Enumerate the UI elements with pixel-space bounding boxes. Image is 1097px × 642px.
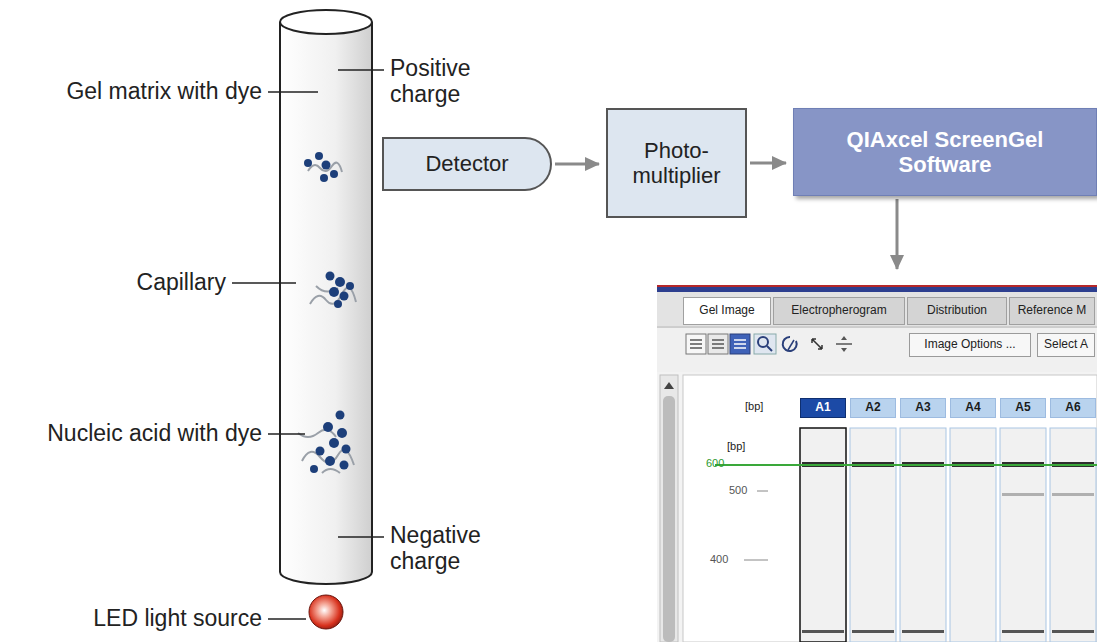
part-label: Positive charge <box>390 55 500 108</box>
toolbar-button: Image Options ... <box>909 333 1031 357</box>
node-text: A2 <box>865 401 880 415</box>
led-light <box>309 595 343 629</box>
node-text: A1 <box>815 401 830 415</box>
nucleic-acid-molecule <box>304 152 342 182</box>
tab: Gel Image <box>683 297 771 325</box>
flow-arrow <box>750 162 786 165</box>
screenshot-panel: [bp][bp]600500400Gel ImageElectropherogr… <box>657 285 1097 642</box>
detector-box: Detector <box>382 137 552 191</box>
toolbar-button: Select A <box>1037 333 1095 357</box>
tab: Distribution <box>907 297 1007 325</box>
capillary-tube <box>280 10 372 584</box>
node-text: Detector <box>425 151 508 176</box>
axis-label: [bp] <box>727 440 745 453</box>
node-text: Reference M <box>1018 304 1087 318</box>
lane-header: A2 <box>850 398 896 418</box>
nucleic-acid-molecule <box>310 272 356 309</box>
node-text: Gel Image <box>699 304 754 318</box>
software-box: QIAxcel ScreenGel Software <box>793 108 1097 196</box>
node-text: A3 <box>915 401 930 415</box>
leader-lines <box>232 70 384 619</box>
node-text: A6 <box>1065 401 1080 415</box>
flow-arrow <box>896 199 899 269</box>
lane-header: A5 <box>1000 398 1046 418</box>
flow-arrow <box>555 163 599 166</box>
node-text: Electropherogram <box>791 304 886 318</box>
lane-header: A1 <box>800 398 846 418</box>
axis-label: 500 <box>729 484 747 497</box>
node-text: Image Options ... <box>924 338 1015 352</box>
node-text: A5 <box>1015 401 1030 415</box>
lane-header: A6 <box>1050 398 1096 418</box>
axis-label: 400 <box>710 553 728 566</box>
part-label: Capillary <box>10 269 226 295</box>
lane-header: A3 <box>900 398 946 418</box>
node-text: Distribution <box>927 304 987 318</box>
axis-label: 600 <box>706 457 724 470</box>
part-label: Gel matrix with dye <box>10 78 262 104</box>
node-text: A4 <box>965 401 980 415</box>
tab: Reference M <box>1009 297 1095 325</box>
software-screenshot <box>657 285 1097 642</box>
part-label: Nucleic acid with dye <box>10 420 262 446</box>
part-label: Negative charge <box>390 522 500 575</box>
photomultiplier-box: Photo-multiplier <box>606 108 747 218</box>
axis-label: [bp] <box>745 400 763 413</box>
nucleic-acid-molecule <box>298 411 354 474</box>
node-text: Photo-multiplier <box>618 138 735 189</box>
part-label: LED light source <box>10 605 262 631</box>
tab: Electropherogram <box>773 297 905 325</box>
lane-header: A4 <box>950 398 996 418</box>
node-text: Select A <box>1044 338 1088 352</box>
node-text: QIAxcel ScreenGel Software <box>835 127 1055 178</box>
